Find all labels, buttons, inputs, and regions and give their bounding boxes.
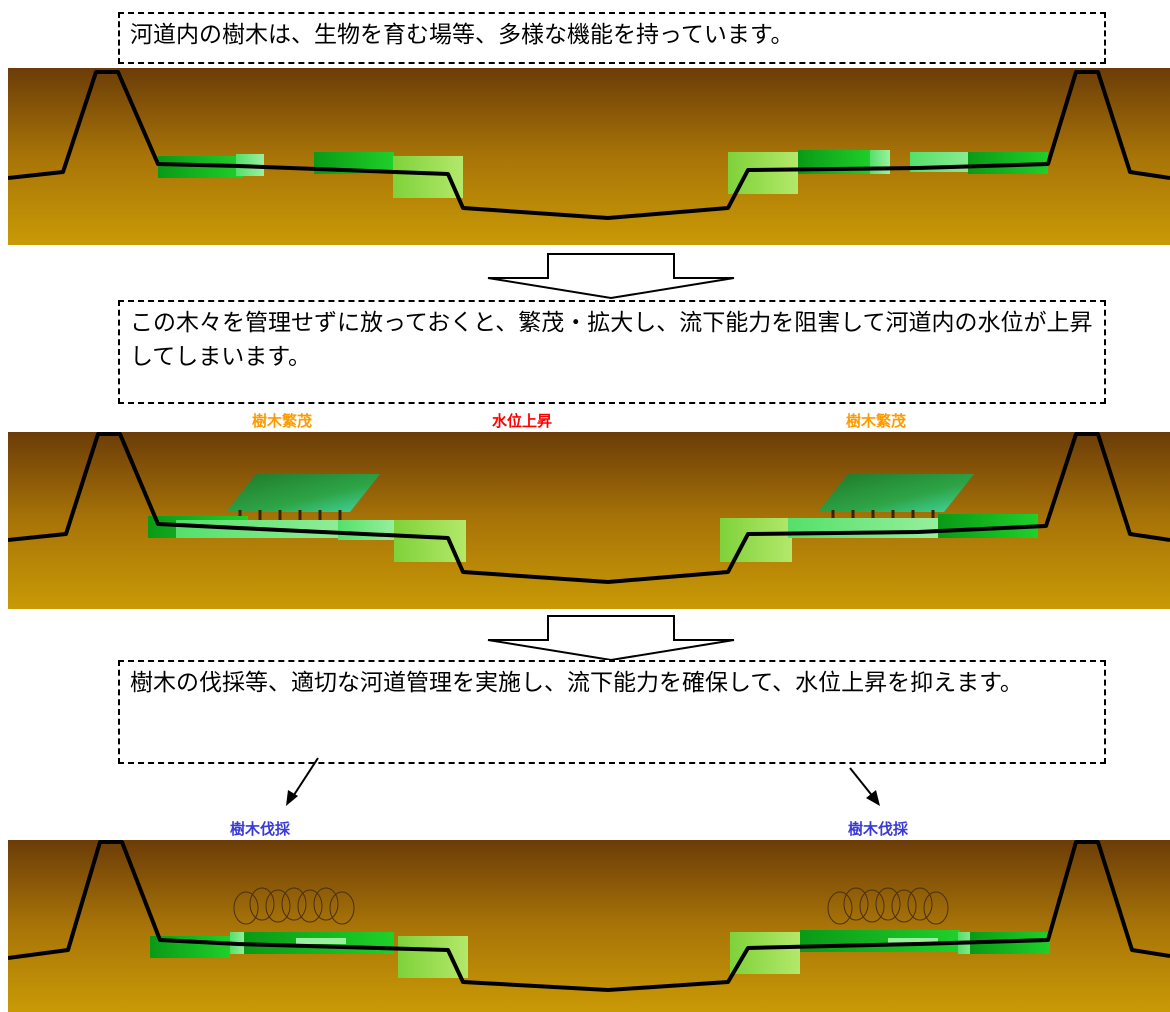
description-text-2: この木々を管理せずに放っておくと、繁茂・拡大し、流下能力を阻害して河道内の水位が…: [130, 310, 1093, 370]
cut-tree-outlines-left: [233, 887, 355, 925]
cut-tree-outlines-right: [827, 887, 949, 925]
description-box-3: 樹木の伐採等、適切な河道管理を実施し、流下能力を確保して、水位上昇を抑えます。: [118, 660, 1106, 764]
tree-cutting-label-right: 樹木伐採: [848, 820, 909, 838]
vegetation-patch: [393, 156, 463, 198]
description-text-1: 河道内の樹木は、生物を育む場等、多様な機能を持っています。: [130, 22, 794, 48]
vegetation-patch: [888, 938, 938, 944]
overgrowth-label-right: 樹木繁茂: [846, 412, 907, 430]
description-text-3: 樹木の伐採等、適切な河道管理を実施し、流下能力を確保して、水位上昇を抑えます。: [130, 670, 1023, 696]
ground-area: [8, 840, 1170, 1012]
overgrown-canopy-left: [226, 474, 380, 512]
vegetation-patch: [730, 932, 800, 974]
pointer-arrow-right: [849, 767, 880, 806]
riverbed-profile: [8, 70, 1170, 220]
vegetation-patch: [968, 152, 1048, 174]
down-arrow-1: [487, 253, 735, 300]
water-rise-label: 水位上昇: [492, 412, 553, 430]
overgrowth-label-left: 樹木繁茂: [252, 412, 313, 430]
pointer-arrow-left: [286, 757, 319, 806]
riverbed-profile: [8, 840, 1170, 992]
down-arrow-2: [487, 615, 735, 662]
vegetation-patch: [296, 938, 346, 944]
river-cross-section-3: [8, 840, 1170, 1012]
river-cross-section-2: [8, 432, 1170, 609]
vegetation-patch: [720, 518, 792, 562]
overgrown-canopy-right: [818, 474, 974, 512]
description-box-2: この木々を管理せずに放っておくと、繁茂・拡大し、流下能力を阻害して河道内の水位が…: [118, 300, 1106, 404]
tree-cutting-label-left: 樹木伐採: [230, 820, 291, 838]
description-box-1: 河道内の樹木は、生物を育む場等、多様な機能を持っています。: [118, 12, 1106, 64]
riverbed-profile: [8, 432, 1170, 584]
river-cross-section-1: [8, 68, 1170, 245]
